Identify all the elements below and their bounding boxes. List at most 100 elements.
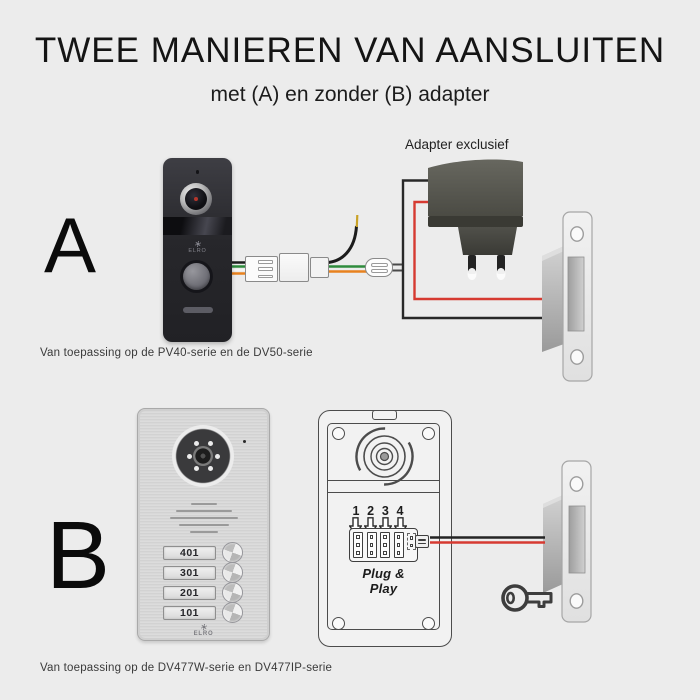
mounting-tab: [371, 410, 397, 420]
name-plate: 401: [163, 546, 216, 560]
adapter-label: Adapter exclusief: [405, 137, 509, 152]
cable-plug-tip: [310, 257, 329, 278]
terminal-number: 3: [381, 504, 389, 518]
wire-connector-block: [245, 256, 278, 282]
terminal-pin: [396, 551, 401, 555]
page-subtitle: met (A) en zonder (B) adapter: [210, 83, 490, 106]
terminal-pin: [369, 543, 374, 547]
plug-pin-tip: [467, 268, 477, 280]
inline-connector: [365, 258, 393, 277]
elro-flower-icon: [194, 241, 201, 247]
section-a-label: A: [44, 201, 97, 289]
connector-pin: [370, 268, 388, 273]
camera-lens-icon: [193, 446, 213, 466]
brand-logo: ELRO: [163, 241, 232, 255]
doorbell-pv40: ELRO: [163, 158, 232, 342]
speaker-line: [179, 524, 229, 526]
page-title: TWEE MANIEREN VAN AANSLUITEN: [34, 31, 666, 70]
plug-and-play-label: Plug & Play: [362, 566, 405, 596]
terminal-connector: [380, 532, 390, 558]
plug-pin-tip: [496, 268, 506, 280]
mic-hole: [195, 170, 199, 174]
camera-circle: [375, 447, 394, 466]
terminal-number: 4: [396, 504, 404, 518]
section-b-caption: Van toepassing op de DV477W-serie en DV4…: [40, 662, 333, 674]
strike-body: [542, 246, 564, 352]
rear-unit-inner-frame: [326, 422, 440, 630]
plug-detail-line: [418, 542, 426, 544]
divider-line: [326, 491, 440, 493]
strike-latch-recess: [567, 256, 585, 332]
camera-lens-icon: [185, 188, 207, 210]
terminal-block: [349, 528, 418, 562]
power-adapter: [428, 159, 523, 280]
terminal-pin: [356, 535, 360, 539]
rear-unit-diagram: 1 2 3 4: [318, 410, 452, 647]
divider-line: [326, 480, 440, 481]
ir-led: [207, 465, 213, 471]
screw-hole: [422, 617, 435, 630]
mic-hole: [243, 440, 246, 443]
camera-circle: [370, 442, 399, 471]
wire-black-stripped: [325, 225, 358, 264]
connector-pin: [258, 274, 273, 278]
plug-detail-line: [418, 539, 426, 541]
camera-ring: [172, 425, 234, 487]
name-plate: 301: [163, 566, 216, 580]
wiring-section-b: [430, 536, 545, 544]
terminal-number: 1: [352, 504, 360, 518]
name-plate: 101: [163, 606, 216, 620]
screw-hole: [332, 617, 345, 630]
ir-led: [193, 441, 199, 447]
name-plate: 201: [163, 586, 216, 600]
circuit-red: [413, 200, 546, 301]
connector-pin: [258, 267, 273, 271]
brand-logo: ELRO: [138, 624, 269, 638]
adapter-plug-head: [458, 227, 517, 255]
terminal-pin: [383, 543, 387, 547]
circuit-black: [401, 179, 546, 320]
strike-latch-recess: [568, 505, 586, 574]
terminal-pin: [356, 551, 360, 555]
screw-hole: [332, 427, 345, 440]
strike-body-top: [543, 495, 563, 508]
terminal-connector: [366, 532, 377, 558]
terminal-connector: [353, 532, 363, 558]
strike-body-top: [542, 246, 564, 261]
terminal-pin: [369, 551, 374, 555]
speaker-line: [191, 503, 217, 505]
cable-plug-body: [279, 253, 309, 282]
terminal-connector: [393, 532, 404, 558]
brand-text: ELRO: [188, 248, 207, 254]
terminal-numbers: 1 2 3 4: [349, 504, 407, 518]
speaker-line: [170, 517, 238, 519]
screw-hole: [569, 476, 584, 492]
terminal-pin: [396, 535, 401, 539]
terminal-pin: [409, 536, 414, 540]
key-icon: [501, 584, 553, 612]
lock-wire-plug: [415, 535, 429, 548]
camera-lens-icon: [379, 451, 390, 462]
screw-hole: [570, 349, 585, 365]
camera-ring: [180, 183, 212, 215]
speaker-slot: [182, 307, 213, 313]
doorbell-dv477: 401 301 201 101 ELRO: [137, 408, 270, 641]
ir-led: [214, 453, 220, 459]
ir-led: [193, 465, 199, 471]
section-b-label: B: [46, 502, 111, 609]
adapter-base-band: [428, 216, 523, 227]
terminal-pin: [383, 535, 387, 539]
screw-hole: [422, 427, 435, 440]
glass-band: [163, 217, 232, 235]
terminal-pin: [369, 535, 374, 539]
screw-hole: [569, 593, 584, 609]
adapter-body: [428, 159, 523, 216]
terminal-pin: [409, 543, 414, 547]
connector-pin: [370, 262, 388, 267]
camera-circle: [363, 435, 406, 478]
screw-hole: [570, 226, 585, 242]
speaker-line: [190, 531, 218, 533]
